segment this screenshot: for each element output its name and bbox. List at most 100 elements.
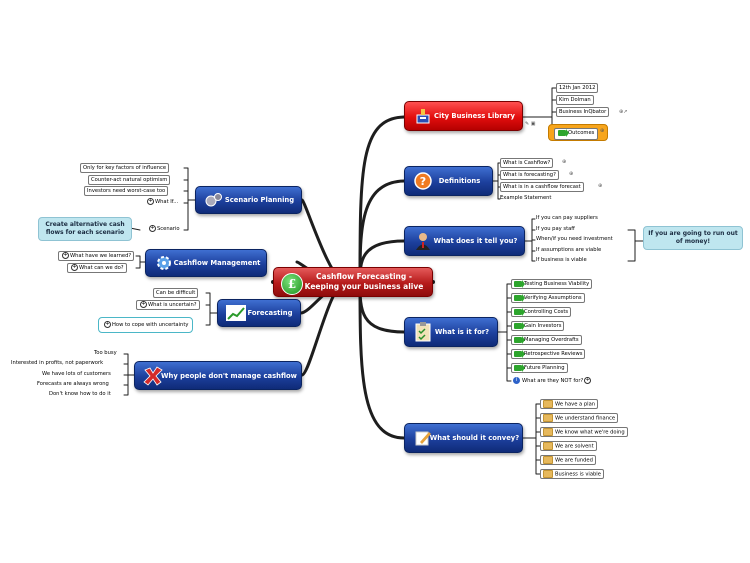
topic-what-is-it-for[interactable]: What is it for? <box>404 317 498 347</box>
convey-item[interactable]: We understand finance <box>540 413 619 423</box>
topic-city-business-library[interactable]: City Business Library <box>404 101 523 131</box>
arrow-icon <box>558 128 569 137</box>
tell-you-item[interactable]: When/if you need investment <box>536 236 613 242</box>
info-icon: i <box>513 377 520 384</box>
topic-label: What is it for? <box>434 328 490 336</box>
topic-definitions[interactable]: ? Definitions <box>404 166 493 196</box>
pen-icon <box>412 427 434 449</box>
cashflow-mgmt-item[interactable]: +What can we do? <box>67 263 127 273</box>
topic-what-should-it-convey[interactable]: What should it convey? <box>404 423 523 453</box>
arrow-icon <box>514 293 525 302</box>
forecasting-item[interactable]: +What is uncertain? <box>136 300 200 310</box>
topic-what-does-it-tell-you[interactable]: What does it tell you? <box>404 226 525 256</box>
city-library-organisation[interactable]: Business InQbator <box>556 107 610 117</box>
forecasting-item-uncertainty[interactable]: +How to cope with uncertainty <box>98 317 194 333</box>
topic-forecasting[interactable]: Forecasting <box>217 299 301 327</box>
library-icon <box>412 105 434 127</box>
topic-cashflow-management[interactable]: Cashflow Management <box>145 249 267 277</box>
expand-icon[interactable]: + <box>149 225 156 232</box>
purpose-item[interactable]: Controlling Costs <box>511 307 572 317</box>
cog-icon <box>153 252 175 274</box>
convey-item[interactable]: We know what we're doing <box>540 427 628 437</box>
definition-item[interactable]: What is in a cashflow forecast <box>500 182 584 192</box>
why-not-item[interactable]: Too busy <box>94 350 117 356</box>
attachment-icon[interactable]: ✎ ▣ <box>525 121 536 127</box>
topic-label: Forecasting <box>247 309 293 317</box>
expand-icon[interactable]: + <box>147 198 154 205</box>
expand-icon[interactable]: ⊕ <box>600 128 605 134</box>
purpose-item[interactable]: Testing Business Viability <box>511 279 593 289</box>
arrow-icon <box>514 279 525 288</box>
arrow-icon <box>514 349 525 358</box>
folder-icon <box>543 442 553 450</box>
tell-you-item[interactable]: If assumptions are viable <box>536 247 602 253</box>
purpose-item[interactable]: Managing Overdrafts <box>511 335 582 345</box>
expand-icon[interactable]: + <box>584 377 592 384</box>
city-library-date[interactable]: 12th Jan 2012 <box>556 83 599 93</box>
chart-icon <box>225 302 247 324</box>
person-icon <box>412 230 434 252</box>
arrow-icon <box>514 363 525 372</box>
gears-icon <box>203 189 225 211</box>
cashflow-mgmt-item[interactable]: +What have we learned? <box>58 251 135 261</box>
folder-icon <box>543 456 553 464</box>
tell-you-item[interactable]: If business is viable <box>536 257 587 263</box>
convey-item[interactable]: We are funded <box>540 455 596 465</box>
purpose-item[interactable]: Future Planning <box>511 363 568 373</box>
city-library-presenter[interactable]: Kim Dolman <box>556 95 594 105</box>
outcomes-label: Outcomes <box>568 130 595 136</box>
why-not-item[interactable]: We have lots of customers <box>42 371 111 377</box>
central-topic[interactable]: £ Cashflow Forecasting -Keeping your bus… <box>273 267 433 297</box>
forecasting-item[interactable]: Can be difficult <box>153 288 199 298</box>
folder-icon <box>543 470 553 478</box>
convey-item[interactable]: We are solvent <box>540 441 597 451</box>
clipboard-icon <box>412 321 434 343</box>
tell-you-item[interactable]: If you pay staff <box>536 226 575 232</box>
topic-why-people-dont-manage-cashflow[interactable]: Why people don't manage cashflow <box>134 361 302 390</box>
central-title-line1: Cashflow Forecasting - <box>316 272 412 281</box>
topic-label: Scenario Planning <box>224 196 295 204</box>
purpose-item[interactable]: Verifying Assumptions <box>511 293 585 303</box>
definition-item[interactable]: Example Statement <box>500 195 552 201</box>
scenario-item[interactable]: +What If... <box>147 198 179 205</box>
expand-icon[interactable]: ⊕ <box>562 159 567 165</box>
link-icon[interactable]: ⊕↗ <box>619 109 628 115</box>
arrow-icon <box>514 321 525 330</box>
expand-icon[interactable]: ⊕ <box>569 171 574 177</box>
topic-scenario-planning[interactable]: Scenario Planning <box>195 186 302 214</box>
tell-you-item[interactable]: If you can pay suppliers <box>536 215 598 221</box>
convey-item[interactable]: We have a plan <box>540 399 599 409</box>
expand-icon[interactable]: + <box>71 264 78 271</box>
outcomes-node[interactable]: Outcomes <box>548 124 608 141</box>
note-run-out-of-money[interactable]: If you are going to run out of money! <box>643 226 743 250</box>
purpose-item[interactable]: Retrospective Reviews <box>511 349 586 359</box>
scenario-item[interactable]: Counter-act natural optimism <box>88 175 171 185</box>
central-title-line2: Keeping your business alive <box>304 282 424 291</box>
topic-label: Definitions <box>438 177 481 185</box>
scenario-item[interactable]: Investors need worst-case too <box>84 186 169 196</box>
why-not-item[interactable]: Interested in profits, not paperwork <box>11 360 104 366</box>
folder-icon <box>543 428 553 436</box>
topic-label: City Business Library <box>434 112 515 120</box>
definition-item[interactable]: What is forecasting? <box>500 170 559 180</box>
folder-icon <box>543 400 553 408</box>
folder-icon <box>543 414 553 422</box>
scenario-item[interactable]: Only for key factors of influence <box>80 163 170 173</box>
why-not-item[interactable]: Forecasts are always wrong <box>37 381 109 387</box>
convey-item[interactable]: Business is viable <box>540 469 604 479</box>
arrow-icon <box>514 307 525 316</box>
why-not-item[interactable]: Don't know how to do it <box>49 391 111 397</box>
expand-icon[interactable]: + <box>62 252 69 259</box>
cross-icon <box>142 365 164 387</box>
expand-icon[interactable]: ⊕ <box>598 183 603 189</box>
expand-icon[interactable]: + <box>104 321 111 328</box>
expand-icon[interactable]: + <box>140 301 147 308</box>
arrow-icon <box>514 335 525 344</box>
definition-item[interactable]: What is Cashflow? <box>500 158 554 168</box>
scenario-item[interactable]: +Scenario <box>149 225 180 232</box>
topic-label: Why people don't manage cashflow <box>161 371 297 380</box>
purpose-item[interactable]: Gain Investors <box>511 321 565 331</box>
note-alternative-cash-flows[interactable]: Create alternative cash flows for each s… <box>38 217 132 241</box>
svg-text:?: ? <box>420 175 426 188</box>
